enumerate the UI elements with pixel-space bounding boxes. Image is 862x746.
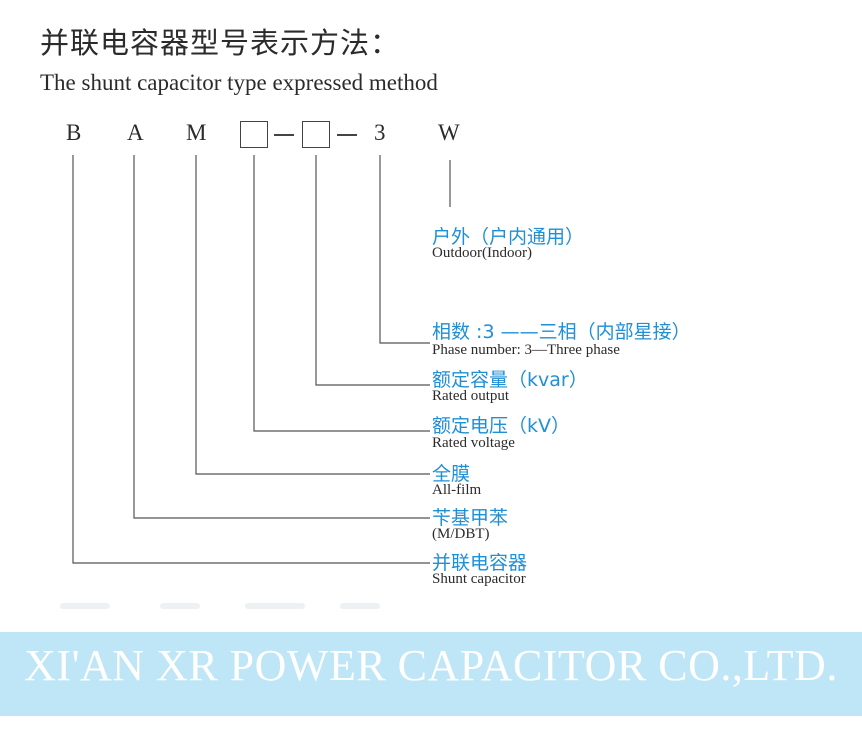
label-dbt-en: (M/DBT)	[432, 526, 490, 542]
decorative-dot	[160, 603, 200, 609]
page-title-cn: 并联电容器型号表示方法：	[40, 26, 401, 60]
label-all-film-en: All-film	[432, 482, 482, 498]
company-name: XI'AN XR POWER CAPACITOR CO.,LTD.	[24, 641, 838, 690]
decorative-dot	[245, 603, 305, 609]
label-rated-output-cn: 额定容量（kvar）	[432, 369, 588, 391]
connector-3	[379, 155, 430, 344]
label-outdoor-en: Outdoor(Indoor)	[432, 245, 532, 261]
code-letter-b: B	[66, 120, 82, 145]
label-rated-voltage-en: Rated voltage	[432, 435, 515, 451]
label-phase-cn: 相数 :3 ——三相（内部星接）	[432, 321, 691, 343]
label-shunt-en: Shunt capacitor	[432, 571, 526, 587]
code-dash-2	[337, 134, 357, 136]
code-letter-a: A	[127, 120, 144, 145]
connector-a	[133, 155, 430, 519]
connector-b	[72, 155, 430, 564]
code-letter-m: M	[186, 120, 207, 145]
page-title-en: The shunt capacitor type expressed metho…	[40, 70, 438, 95]
label-rated-voltage-cn: 额定电压（kV）	[432, 415, 571, 437]
code-letter-w: W	[438, 120, 460, 145]
connector-voltage	[253, 155, 430, 432]
label-rated-output-en: Rated output	[432, 388, 510, 404]
label-dbt-cn: 苄基甲苯	[432, 507, 509, 529]
label-outdoor-cn: 户外（户内通用）	[432, 226, 585, 248]
voltage-placeholder-box	[240, 121, 268, 148]
code-phase-number: 3	[374, 120, 386, 145]
connector-m	[195, 155, 430, 475]
label-all-film-cn: 全膜	[432, 463, 471, 485]
connector-output	[315, 155, 430, 386]
decorative-dot	[340, 603, 380, 609]
decorative-dot	[60, 603, 110, 609]
label-phase-en: Phase number: 3—Three phase	[432, 342, 620, 358]
code-dash-1	[274, 134, 294, 136]
label-shunt-cn: 并联电容器	[432, 552, 528, 574]
output-placeholder-box	[302, 121, 330, 148]
company-banner	[0, 632, 862, 716]
